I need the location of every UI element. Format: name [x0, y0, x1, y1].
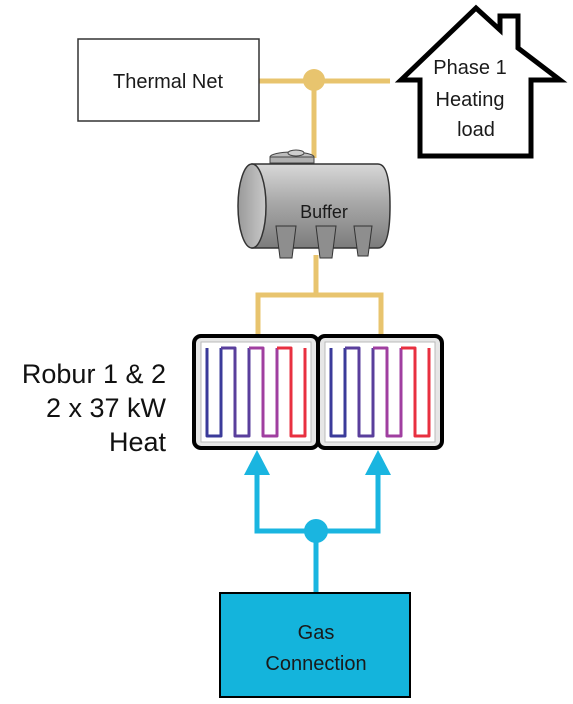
buffer-tank: Buffer	[237, 149, 391, 259]
heating-load-label-line3: load	[457, 119, 495, 141]
robur-heat-pump-unit-1	[192, 334, 320, 450]
gas-connection-label-line1: Gas	[298, 622, 335, 644]
gas-arrow-up-left	[244, 450, 270, 475]
thermal-net-node: Thermal Net	[77, 38, 260, 122]
gas-connection-label-line2: Connection	[265, 653, 366, 675]
robur-label-line3: Heat	[108, 427, 166, 457]
gas-connection-node: Gas Connection	[219, 592, 411, 698]
heating-load-label-line2: Heating	[436, 89, 505, 111]
buffer-label: Buffer	[300, 202, 348, 222]
robur-heat-pump-unit-2	[316, 334, 444, 450]
heating-load-house: Phase 1 Heating load	[394, 4, 568, 159]
thermal-net-label: Thermal Net	[113, 71, 223, 93]
gas-arrow-up-right	[365, 450, 391, 475]
robur-label-line1: Robur 1 & 2	[21, 359, 166, 389]
heating-load-label-line1: Phase 1	[433, 57, 506, 79]
robur-label: Robur 1 & 2 2 x 37 kW Heat	[22, 357, 166, 459]
gas-junction-dot	[304, 519, 328, 543]
heat-junction-dot	[303, 69, 325, 91]
robur-label-line2: 2 x 37 kW	[45, 393, 166, 423]
